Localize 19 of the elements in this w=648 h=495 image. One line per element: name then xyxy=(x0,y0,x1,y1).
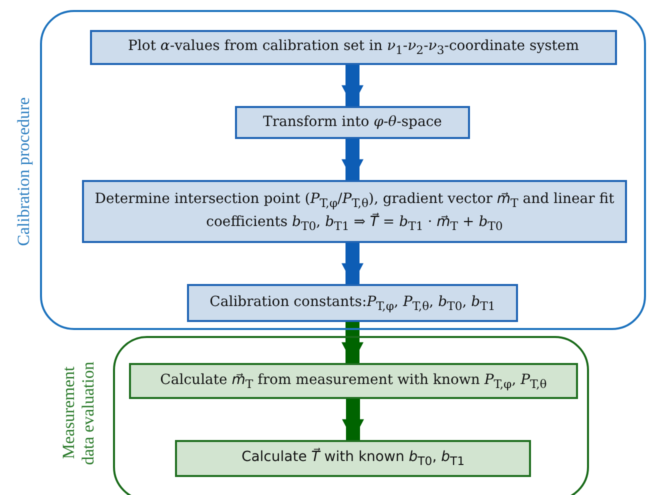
step-text: Determine intersection point (P$_{T,φ}$/P$_{T,θ}$), gradient vector m⃗$_{T}$ and linear fit coefficients b$_{T0}$, b$_{T1}$ ⇒ T⃗ = b$_{T1}$ · m⃗$_{T}$ + b$_{T0}$ xyxy=(94,190,616,234)
process-box xyxy=(235,106,470,139)
block-arrow xyxy=(342,139,364,180)
block-arrow xyxy=(342,322,364,363)
group-title: Calibration procedure xyxy=(14,96,34,248)
block-arrow xyxy=(342,65,364,106)
process-box xyxy=(82,180,627,243)
block-arrow xyxy=(342,399,364,440)
step-text: Plot α-values from calibration set in ν$_{1}$-ν$_{2}$-ν$_{3}$-coordinate system xyxy=(128,37,579,59)
process-box xyxy=(187,284,518,322)
process-box xyxy=(90,30,617,65)
process-box xyxy=(175,440,531,477)
step-text: Calculate T⃗ with known b$_{T0}$, b$_{T1}$ xyxy=(241,447,465,470)
step-text: Calibration constants:P$_{T,φ}$, P$_{T,θ}$, b$_{T0}$, b$_{T1}$ xyxy=(210,292,496,314)
step-text: Calculate m⃗$_{T}$ from measurement with known P$_{T,φ}$, P$_{T,θ}$ xyxy=(160,370,547,392)
process-box xyxy=(129,363,578,399)
block-arrow xyxy=(342,243,364,284)
step-text: Transform into φ-θ-space xyxy=(263,113,442,132)
group-title: Measurement data evaluation xyxy=(59,360,99,467)
